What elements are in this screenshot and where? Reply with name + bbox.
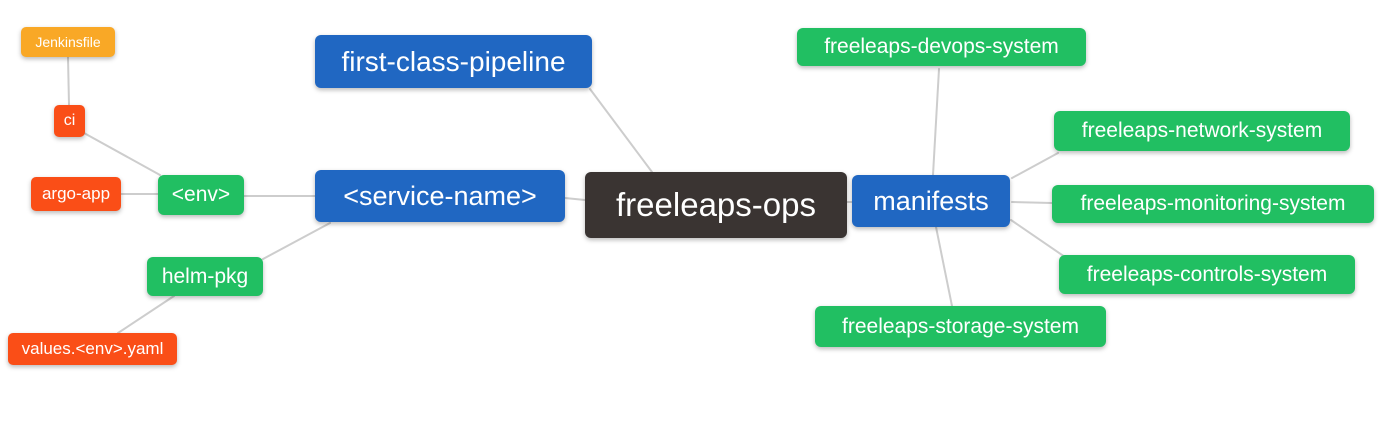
edge-ci-env [83, 132, 161, 176]
edge-manifests-monitoring [1011, 201, 1053, 204]
node-argo-app-label: argo-app [41, 184, 111, 203]
edge-jenkinsfile-ci [67, 56, 70, 106]
node-manifests[interactable]: manifests [852, 175, 1010, 227]
node-helm-pkg[interactable]: helm-pkg [147, 257, 263, 296]
node-values-env-yaml-label: values.<env>.yaml [21, 339, 164, 358]
edge-helm-pkg-service-name [262, 222, 331, 260]
node-service-name-label: <service-name> [343, 180, 537, 211]
node-ci[interactable]: ci [54, 105, 85, 137]
node-first-class-pipeline-label: first-class-pipeline [341, 45, 566, 77]
node-freeleaps-monitoring-system[interactable]: freeleaps-monitoring-system [1052, 185, 1374, 223]
node-jenkinsfile-label: Jenkinsfile [35, 34, 101, 50]
edge-pipeline-freeleaps-ops [589, 88, 653, 173]
edge-manifests-storage [935, 226, 953, 307]
node-first-class-pipeline[interactable]: first-class-pipeline [315, 35, 592, 88]
node-freeleaps-ops[interactable]: freeleaps-ops [585, 172, 847, 238]
node-freeleaps-monitoring-system-label: freeleaps-monitoring-system [1080, 192, 1346, 215]
node-env[interactable]: <env> [158, 175, 244, 215]
node-freeleaps-storage-system-label: freeleaps-storage-system [842, 314, 1079, 338]
edge-values-helm-pkg [117, 295, 175, 334]
node-service-name[interactable]: <service-name> [315, 170, 565, 222]
node-freeleaps-controls-system-label: freeleaps-controls-system [1086, 262, 1328, 286]
node-helm-pkg-label: helm-pkg [161, 264, 249, 288]
node-freeleaps-ops-label: freeleaps-ops [616, 186, 816, 223]
node-manifests-label: manifests [873, 185, 989, 216]
node-ci-label: ci [63, 112, 76, 129]
edge-service-name-freeleaps-ops [564, 197, 586, 201]
node-freeleaps-controls-system[interactable]: freeleaps-controls-system [1059, 255, 1355, 294]
edge-manifests-network [1011, 152, 1059, 179]
edge-manifests-devops [932, 68, 940, 176]
node-argo-app[interactable]: argo-app [31, 177, 121, 211]
node-values-env-yaml[interactable]: values.<env>.yaml [8, 333, 177, 365]
node-freeleaps-devops-system-label: freeleaps-devops-system [824, 35, 1059, 58]
node-freeleaps-network-system-label: freeleaps-network-system [1081, 119, 1323, 142]
node-jenkinsfile[interactable]: Jenkinsfile [21, 27, 115, 57]
edge-manifests-controls [1010, 219, 1066, 258]
node-env-label: <env> [171, 183, 231, 206]
node-freeleaps-devops-system[interactable]: freeleaps-devops-system [797, 28, 1086, 66]
node-freeleaps-network-system[interactable]: freeleaps-network-system [1054, 111, 1350, 151]
node-freeleaps-storage-system[interactable]: freeleaps-storage-system [815, 306, 1106, 347]
